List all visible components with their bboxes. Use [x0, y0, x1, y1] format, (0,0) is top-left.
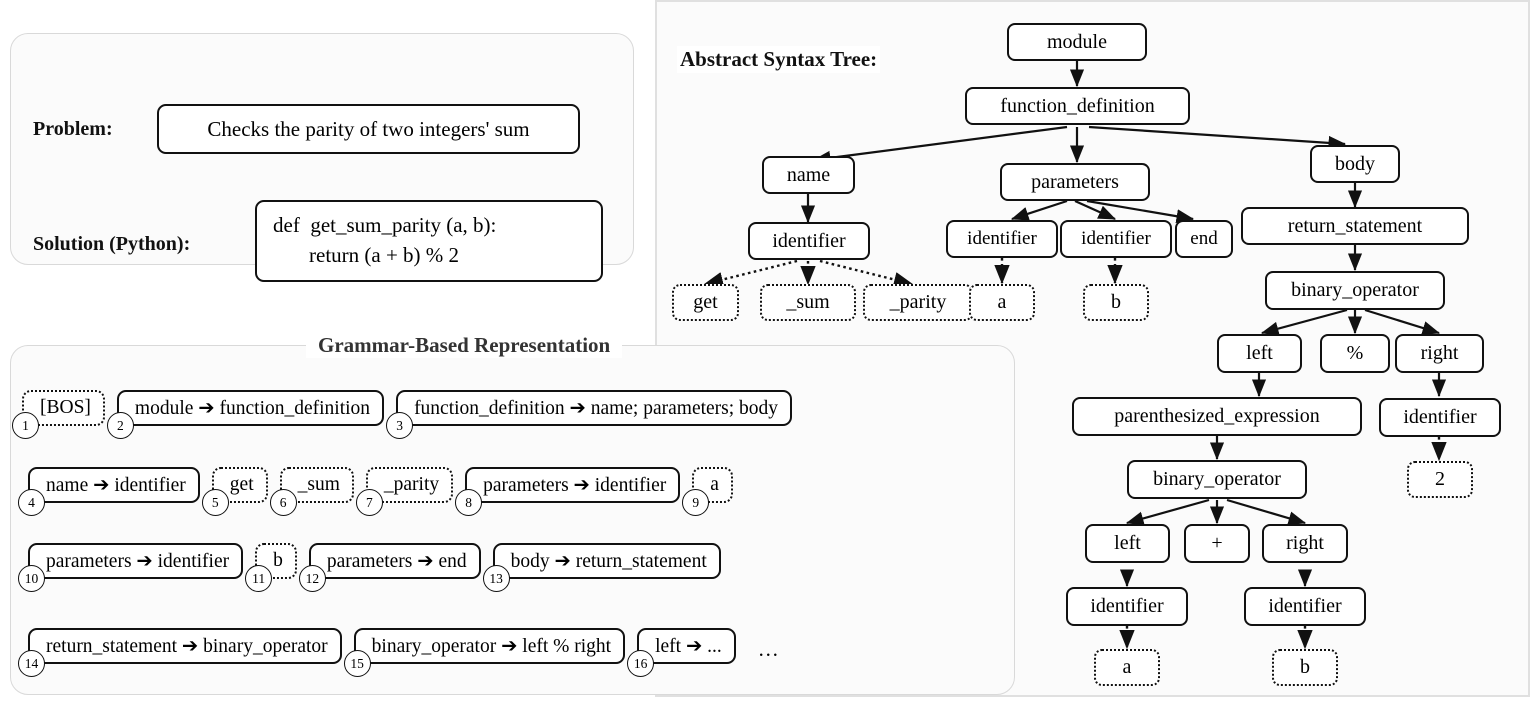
grammar-item[interactable]: [BOS]1 — [12, 390, 105, 439]
grammar-item[interactable]: function_definition ➔ name; parameters; … — [386, 390, 793, 439]
ast-node-right-inner: right — [1262, 524, 1348, 563]
ast-node-end: end — [1175, 220, 1233, 258]
grammar-item-index-badge: 5 — [201, 489, 229, 516]
grammar-item-text: name ➔ identifier — [28, 467, 200, 503]
grammar-item-text: binary_operator ➔ left % right — [353, 628, 626, 664]
grammar-item-index-badge: 14 — [18, 650, 45, 677]
grammar-item-index-badge: 13 — [482, 565, 510, 592]
ast-leaf-a: a — [969, 284, 1035, 321]
ast-node-function-definition: function_definition — [965, 87, 1190, 125]
grammar-item-text: left ➔ ... — [637, 628, 736, 664]
grammar-item[interactable]: left ➔ ...16 — [627, 628, 736, 677]
grammar-item-text: return_statement ➔ binary_operator — [28, 628, 342, 664]
grammar-item-text: parameters ➔ identifier — [28, 543, 244, 579]
grammar-item-text: parameters ➔ end — [308, 543, 481, 579]
grammar-item-index-badge: 3 — [386, 412, 414, 439]
ast-node-module: module — [1007, 23, 1147, 61]
ast-leaf-inner-a: a — [1094, 649, 1160, 686]
solution-label: Solution (Python): — [33, 233, 191, 255]
grammar-item-index-badge: 15 — [343, 650, 371, 677]
ast-node-percent-operator: % — [1320, 334, 1390, 373]
ast-node-body: body — [1310, 145, 1400, 183]
grammar-item-index-badge: 16 — [627, 650, 655, 677]
problem-text-box: Checks the parity of two integers' sum — [157, 104, 580, 154]
ast-edges — [703, 60, 1447, 650]
ast-node-plus-operator: + — [1184, 524, 1250, 563]
ast-node-name: name — [762, 156, 855, 194]
ast-node-identifier-b: identifier — [1060, 220, 1172, 258]
ast-leaf-sum: _sum — [760, 284, 856, 321]
grammar-item-index-badge: 11 — [245, 565, 273, 592]
grammar-item-index-badge: 1 — [12, 412, 39, 439]
grammar-item-text: parameters ➔ identifier — [465, 467, 681, 503]
ast-node-identifier-two: identifier — [1379, 398, 1501, 437]
ast-node-identifier-inner-b: identifier — [1244, 587, 1366, 626]
ast-leaf-two: 2 — [1407, 461, 1473, 498]
grammar-trailing-ellipsis: … — [757, 636, 781, 661]
solution-code-line-2: return (a + b) % 2 — [309, 243, 460, 267]
ast-node-parameters: parameters — [1000, 163, 1150, 201]
ast-node-identifier-a: identifier — [946, 220, 1058, 258]
grammar-item-index-badge: 6 — [269, 489, 297, 516]
grammar-item-text: function_definition ➔ name; parameters; … — [396, 390, 793, 426]
ast-node-identifier-inner-a: identifier — [1066, 587, 1188, 626]
ast-title: Abstract Syntax Tree: — [677, 46, 881, 73]
grammar-item-index-badge: 4 — [18, 489, 45, 516]
ast-node-binary-operator-inner: binary_operator — [1127, 460, 1307, 499]
ast-node-left-outer: left — [1217, 334, 1302, 373]
ast-node-return-statement: return_statement — [1241, 207, 1469, 245]
grammar-item-text: body ➔ return_statement — [492, 543, 721, 579]
ast-node-binary-operator-outer: binary_operator — [1265, 271, 1445, 310]
ast-node-parenthesized-expression: parenthesized_expression — [1072, 397, 1362, 436]
ast-node-right-outer: right — [1395, 334, 1484, 373]
ast-leaf-b: b — [1083, 284, 1149, 321]
problem-label: Problem: — [33, 118, 113, 140]
ast-leaf-inner-b: b — [1272, 649, 1338, 686]
grammar-panel-title: Grammar-Based Representation — [306, 333, 623, 358]
grammar-item-index-badge: 8 — [455, 489, 483, 516]
ast-node-identifier-name: identifier — [748, 222, 870, 260]
abstract-syntax-tree-panel: Abstract Syntax Tree: — [655, 0, 1530, 697]
grammar-item-text: module ➔ function_definition — [116, 390, 385, 426]
ast-leaf-parity: _parity — [863, 284, 973, 321]
grammar-item-index-badge: 12 — [298, 565, 326, 592]
grammar-item-index-badge: 2 — [106, 412, 134, 439]
grammar-item-index-badge: 10 — [18, 565, 45, 592]
ast-node-left-inner: left — [1085, 524, 1170, 563]
grammar-item-index-badge: 9 — [682, 489, 710, 516]
ast-leaf-get: get — [672, 284, 739, 321]
solution-code-box: def get_sum_parity (a, b): return (a + b… — [255, 200, 603, 282]
solution-code-line-1: def get_sum_parity (a, b): — [273, 213, 497, 238]
grammar-item-index-badge: 7 — [355, 489, 383, 516]
problem-solution-panel: Problem: Checks the parity of two intege… — [10, 33, 634, 282]
